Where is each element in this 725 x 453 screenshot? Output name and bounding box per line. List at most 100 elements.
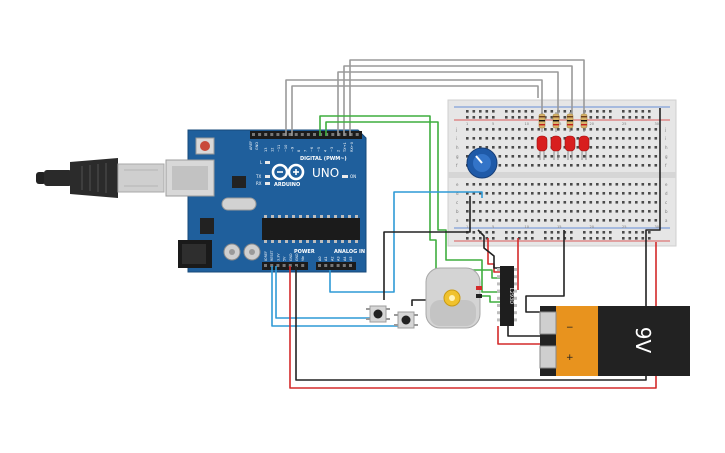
breadboard-hole[interactable] — [563, 192, 567, 195]
wire-gray-2[interactable] — [291, 85, 539, 136]
breadboard-hole[interactable] — [472, 137, 476, 140]
breadboard-rail-hole[interactable] — [550, 110, 554, 113]
breadboard-rail-hole[interactable] — [635, 237, 638, 240]
breadboard-hole[interactable] — [635, 192, 638, 195]
breadboard-hole[interactable] — [466, 210, 469, 213]
breadboard-hole[interactable] — [537, 164, 541, 167]
breadboard-hole[interactable] — [602, 128, 606, 131]
breadboard-hole[interactable] — [648, 183, 651, 186]
breadboard-hole[interactable] — [654, 137, 658, 140]
breadboard-rail-hole[interactable] — [524, 110, 528, 113]
dc-motor[interactable] — [425, 267, 482, 329]
power-header-hole[interactable] — [264, 264, 267, 267]
breadboard-hole[interactable] — [472, 146, 476, 149]
breadboard-hole[interactable] — [524, 192, 528, 195]
breadboard-rail-hole[interactable] — [505, 237, 508, 240]
breadboard-hole[interactable] — [537, 183, 541, 186]
breadboard-hole[interactable] — [615, 164, 619, 167]
wire-green-3[interactable] — [476, 295, 500, 303]
breadboard-hole[interactable] — [492, 137, 495, 140]
breadboard-hole[interactable] — [550, 210, 554, 213]
breadboard-rail-hole[interactable] — [641, 110, 645, 113]
power-header-hole[interactable] — [301, 264, 305, 267]
breadboard-hole[interactable] — [622, 192, 625, 195]
breadboard-hole[interactable] — [615, 137, 619, 140]
breadboard-rail-hole[interactable] — [628, 237, 632, 240]
breadboard-hole[interactable] — [531, 146, 534, 149]
breadboard-rail-hole[interactable] — [622, 237, 625, 240]
usb-cable[interactable] — [36, 158, 165, 198]
breadboard-hole[interactable] — [622, 146, 625, 149]
breadboard-rail-hole[interactable] — [492, 116, 495, 119]
breadboard-rail-hole[interactable] — [544, 110, 547, 113]
breadboard-rail-hole[interactable] — [485, 116, 489, 119]
breadboard-hole[interactable] — [583, 183, 586, 186]
breadboard-hole[interactable] — [609, 155, 612, 158]
breadboard-hole[interactable] — [505, 146, 508, 149]
breadboard-hole[interactable] — [596, 164, 599, 167]
breadboard-hole[interactable] — [479, 128, 482, 131]
breadboard-hole[interactable] — [479, 146, 482, 149]
breadboard-hole[interactable] — [498, 128, 502, 131]
breadboard-rail-hole[interactable] — [518, 116, 521, 119]
breadboard-hole[interactable] — [635, 210, 638, 213]
breadboard-hole[interactable] — [485, 192, 489, 195]
breadboard-hole[interactable] — [492, 201, 495, 204]
breadboard-hole[interactable] — [622, 128, 625, 131]
breadboard-hole[interactable] — [570, 183, 573, 186]
breadboard-hole[interactable] — [641, 192, 645, 195]
breadboard-hole[interactable] — [648, 210, 651, 213]
breadboard-hole[interactable] — [628, 183, 632, 186]
breadboard-hole[interactable] — [524, 219, 528, 222]
breadboard-rail-hole[interactable] — [485, 231, 489, 234]
breadboard-hole[interactable] — [524, 137, 528, 140]
breadboard-rail-hole[interactable] — [628, 110, 632, 113]
wire-gray-5[interactable] — [349, 59, 585, 136]
breadboard-hole[interactable] — [498, 183, 502, 186]
breadboard-hole[interactable] — [479, 137, 482, 140]
breadboard-hole[interactable] — [531, 219, 534, 222]
wires[interactable] — [271, 59, 661, 389]
breadboard-hole[interactable] — [544, 201, 547, 204]
breadboard-rail-hole[interactable] — [648, 237, 651, 240]
analog-header-hole[interactable] — [318, 264, 321, 267]
breadboard-hole[interactable] — [479, 201, 482, 204]
breadboard-hole[interactable] — [563, 210, 567, 213]
battery-terminal-negative[interactable] — [539, 311, 557, 335]
breadboard-hole[interactable] — [518, 146, 521, 149]
breadboard-hole[interactable] — [583, 155, 586, 158]
breadboard-hole[interactable] — [635, 155, 638, 158]
breadboard-hole[interactable] — [622, 201, 625, 204]
digital-header-hole[interactable] — [343, 133, 347, 136]
breadboard-hole[interactable] — [550, 192, 554, 195]
breadboard-rail-hole[interactable] — [492, 237, 495, 240]
breadboard-hole[interactable] — [589, 164, 593, 167]
breadboard-hole[interactable] — [602, 183, 606, 186]
breadboard-hole[interactable] — [505, 192, 508, 195]
breadboard-hole[interactable] — [654, 146, 658, 149]
breadboard-hole[interactable] — [583, 219, 586, 222]
breadboard-hole[interactable] — [583, 201, 586, 204]
breadboard-hole[interactable] — [472, 183, 476, 186]
breadboard-rail-hole[interactable] — [628, 116, 632, 119]
breadboard-hole[interactable] — [609, 128, 612, 131]
breadboard-hole[interactable] — [550, 128, 554, 131]
breadboard-hole[interactable] — [622, 155, 625, 158]
breadboard-hole[interactable] — [550, 164, 554, 167]
breadboard-hole[interactable] — [596, 137, 599, 140]
wire-green-1[interactable] — [319, 115, 500, 279]
breadboard-hole[interactable] — [466, 146, 469, 149]
breadboard-hole[interactable] — [596, 210, 599, 213]
breadboard-hole[interactable] — [557, 219, 560, 222]
breadboard-hole[interactable] — [628, 201, 632, 204]
breadboard-hole[interactable] — [563, 164, 567, 167]
breadboard-rail-hole[interactable] — [505, 231, 508, 234]
breadboard-hole[interactable] — [648, 164, 651, 167]
breadboard-rail-hole[interactable] — [563, 116, 567, 119]
breadboard-hole[interactable] — [498, 164, 502, 167]
breadboard-hole[interactable] — [628, 155, 632, 158]
breadboard-rail-hole[interactable] — [511, 110, 515, 113]
breadboard-hole[interactable] — [589, 219, 593, 222]
breadboard-hole[interactable] — [576, 210, 580, 213]
breadboard-hole[interactable] — [531, 201, 534, 204]
